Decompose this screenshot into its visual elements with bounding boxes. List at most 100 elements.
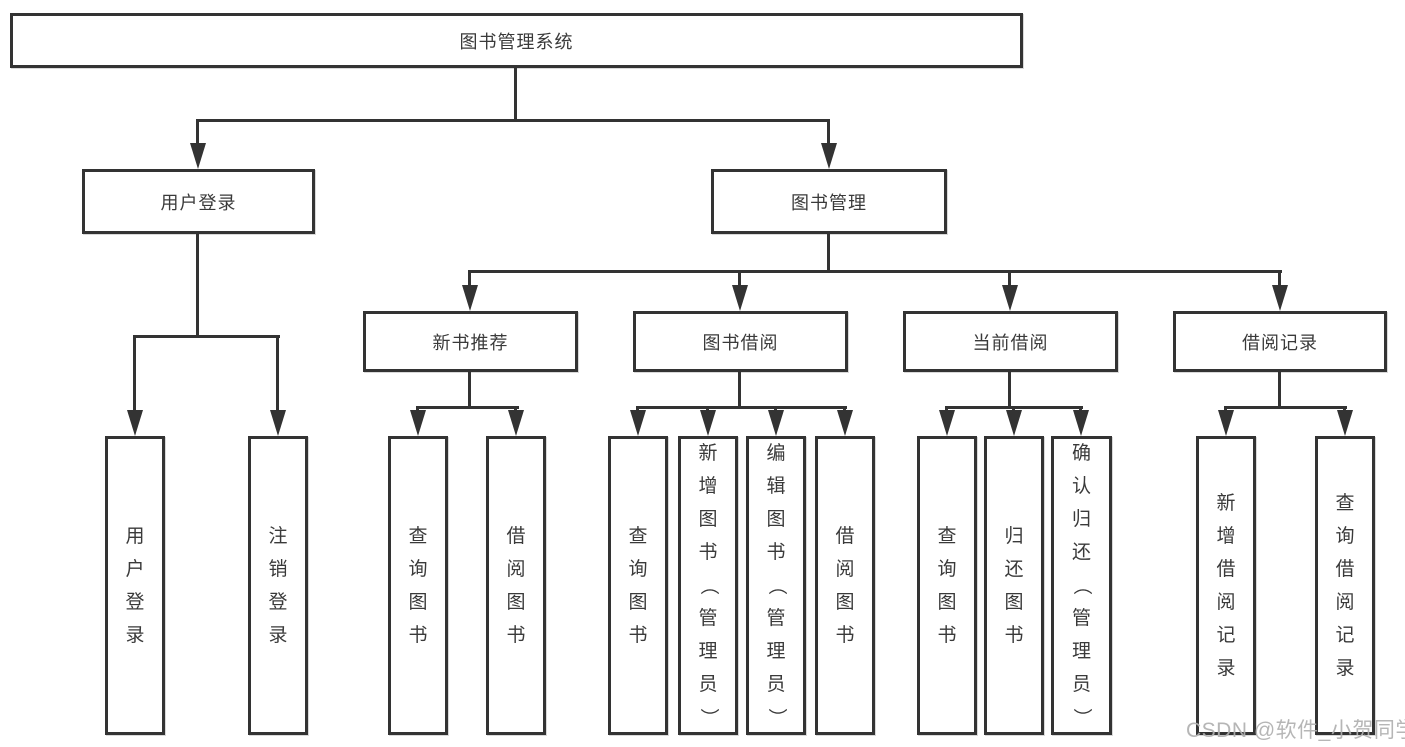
arrow-down-icon [1073,410,1089,436]
vertical-char: 录 [125,624,145,646]
vertical-char: 员 [766,674,786,695]
connector-line [738,270,741,288]
vertical-char: 户 [125,558,145,580]
vertical-char: 书 [628,624,648,646]
vertical-char: 归 [1004,525,1024,547]
connector-line [827,234,830,273]
vertical-char: 理 [1072,641,1092,662]
vertical-char: 注 [268,525,288,547]
vertical-char: 图 [628,591,648,613]
vertical-char: 用 [125,525,145,547]
vertical-char: 理 [766,641,786,662]
vertical-char: 询 [937,558,957,580]
leaf-cb-confirm-return-admin: 确认归还（管理员） [1051,436,1112,735]
vertical-char: 书 [408,624,428,646]
leaf-user-login: 用户登录 [105,436,165,735]
arrow-down-icon [1002,285,1018,311]
vertical-char: 阅 [506,558,526,580]
arrow-down-icon [837,410,853,436]
vertical-char: 询 [628,558,648,580]
arrow-down-icon [700,410,716,436]
vertical-char: 理 [698,641,718,662]
connector-line [1278,372,1281,409]
node-new-book-recommend: 新书推荐 [363,311,578,372]
arrow-down-icon [768,410,784,436]
arrow-down-icon [462,285,478,311]
connector-line [738,372,741,409]
arrow-down-icon [190,143,206,169]
connector-line [636,406,847,409]
vertical-char: 图 [506,591,526,613]
leaf-cb-query-books: 查询图书 [917,436,977,735]
vertical-char: 书 [506,624,526,646]
vertical-char: ） [697,708,719,728]
node-book-management: 图书管理 [711,169,947,234]
vertical-char: 归 [1072,509,1092,530]
vertical-char: 辑 [766,476,786,497]
leaf-br-query-record: 查询借阅记录 [1315,436,1375,735]
connector-line [416,406,519,409]
node-book-borrow: 图书借阅 [633,311,848,372]
connector-line [276,335,279,413]
arrow-down-icon [1006,410,1022,436]
vertical-char: 阅 [835,558,855,580]
node-user-login: 用户登录 [82,169,315,234]
vertical-char: 图 [698,509,718,530]
vertical-char: 还 [1004,558,1024,580]
node-current-borrow: 当前借阅 [903,311,1118,372]
vertical-char: 查 [1335,492,1355,514]
vertical-char: 员 [1072,674,1092,695]
arrow-down-icon [821,143,837,169]
node-library-management-system: 图书管理系统 [10,13,1023,68]
connector-line [196,119,830,122]
arrow-down-icon [1337,410,1353,436]
vertical-char: 书 [937,624,957,646]
connector-line [133,335,280,338]
connector-line [468,270,1282,273]
connector-line [468,372,471,409]
vertical-char: 登 [268,591,288,613]
vertical-char: 书 [835,624,855,646]
arrow-down-icon [410,410,426,436]
vertical-char: 管 [766,608,786,629]
leaf-bb-add-books-admin: 新增图书（管理员） [678,436,738,735]
node-borrow-records: 借阅记录 [1173,311,1387,372]
arrow-down-icon [127,410,143,436]
vertical-char: 确 [1072,443,1092,464]
vertical-char: （ [765,576,787,596]
vertical-char: 记 [1216,624,1236,646]
leaf-bb-query-books: 查询图书 [608,436,668,735]
vertical-char: 借 [1216,558,1236,580]
vertical-char: 增 [1216,525,1236,547]
vertical-char: 书 [766,542,786,563]
vertical-char: 查 [937,525,957,547]
leaf-br-add-record: 新增借阅记录 [1196,436,1256,735]
vertical-char: 新 [698,443,718,464]
connector-line [1008,372,1011,409]
vertical-char: 录 [1335,657,1355,679]
connector-line [133,335,136,413]
vertical-char: （ [1071,576,1092,596]
vertical-char: 书 [698,542,718,563]
leaf-bb-borrow-books: 借阅图书 [815,436,875,735]
vertical-char: 管 [1072,608,1092,629]
arrow-down-icon [939,410,955,436]
vertical-char: （ [697,576,719,596]
arrow-down-icon [1218,410,1234,436]
vertical-char: 书 [1004,624,1024,646]
vertical-char: 编 [766,443,786,464]
vertical-char: 图 [1004,591,1024,613]
vertical-char: 图 [408,591,428,613]
connector-line [1278,270,1281,288]
leaf-cb-return-books: 归还图书 [984,436,1044,735]
connector-line [1008,270,1011,288]
connector-line [196,234,199,338]
arrow-down-icon [732,285,748,311]
vertical-char: 图 [937,591,957,613]
arrow-down-icon [270,410,286,436]
vertical-char: 借 [835,525,855,547]
connector-line [196,119,199,146]
leaf-nbr-borrow-books: 借阅图书 [486,436,546,735]
vertical-char: 录 [268,624,288,646]
